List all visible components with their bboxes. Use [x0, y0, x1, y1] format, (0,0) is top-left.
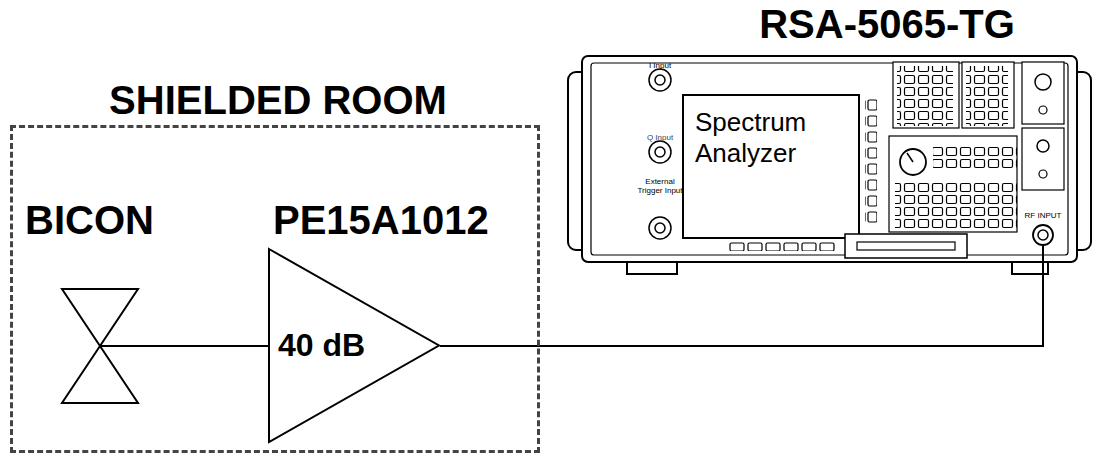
- softkeys: [727, 241, 835, 251]
- input-jacks: [649, 69, 671, 239]
- amplifier: PE15A101240 dB: [268, 248, 440, 443]
- port-label: RF INPUT: [1018, 212, 1068, 221]
- shielded-room: SHIELDED ROOMBICONPE15A101240 dB: [10, 125, 540, 453]
- disk-slot: [857, 242, 955, 250]
- screen-text: Spectrum Analyzer: [695, 107, 845, 169]
- cable: [440, 279, 1043, 346]
- room-label: SHIELDED ROOM: [13, 78, 543, 122]
- antenna-label: BICON: [25, 198, 154, 242]
- instrument-label: RSA-5065-TG: [707, 2, 1067, 46]
- amplifier-label: PE15A1012: [273, 198, 489, 242]
- keypad: [966, 66, 1008, 126]
- instrument-body: [582, 56, 1077, 262]
- gain-label: 40 dB: [278, 328, 365, 363]
- bicon-antenna: BICON: [61, 288, 139, 404]
- front-panel: [591, 63, 1068, 255]
- keypad: [897, 66, 953, 126]
- keypad: [895, 182, 1017, 230]
- spectrum-analyzer: RSA-5065-TGSpectrum Analyzer: [567, 50, 1093, 279]
- softkeys: [865, 98, 877, 226]
- panel: [1022, 62, 1064, 124]
- analyzer-screen: Spectrum Analyzer: [683, 95, 859, 238]
- port-label: I Input: [640, 62, 680, 71]
- screen: [683, 95, 859, 238]
- cable: [1042, 245, 1044, 279]
- keypad: [962, 62, 1014, 128]
- cable: [139, 345, 268, 347]
- spectrum-analyzer-illustration: [567, 50, 1093, 282]
- keypad: [893, 62, 959, 128]
- disk-slot: [845, 234, 967, 258]
- port-label: External Trigger Input: [636, 178, 684, 196]
- bowtie-symbol: [61, 288, 139, 404]
- knob: [900, 149, 926, 175]
- rf-input-jack: [1033, 225, 1053, 245]
- keypad: [889, 136, 1017, 232]
- keypad: [933, 144, 1017, 168]
- panel: [1022, 128, 1064, 190]
- port-label: Q Input: [640, 134, 680, 143]
